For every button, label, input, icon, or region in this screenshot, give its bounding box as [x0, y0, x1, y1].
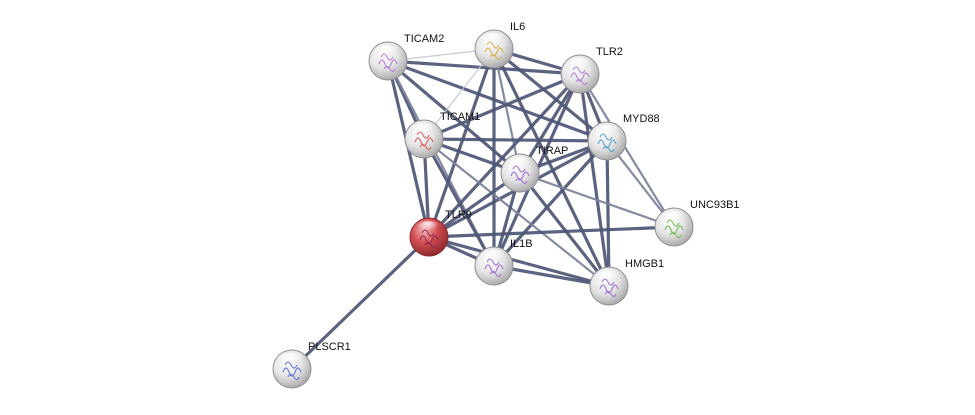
node-highlight [482, 33, 506, 47]
edge-il6-tlr9[interactable] [427, 47, 496, 239]
edge-ticam1-il1b[interactable] [422, 137, 496, 268]
node-tlr9[interactable]: TLR9 [409, 209, 472, 257]
node-hmgb1[interactable]: HMGB1 [589, 258, 664, 306]
node-highlight [508, 157, 532, 171]
node-label: IL1B [510, 238, 533, 250]
edge-tlr2-tlr9[interactable] [427, 72, 582, 239]
node-highlight [568, 58, 592, 72]
node-highlight [662, 211, 686, 225]
node-tlr2[interactable]: TLR2 [560, 46, 623, 94]
node-label: IL6 [510, 21, 525, 33]
node-highlight [597, 270, 621, 284]
edge-myd88-hmgb1[interactable] [605, 139, 611, 288]
edge-tirap-unc93b1[interactable] [518, 171, 676, 229]
node-label: TLR2 [596, 46, 623, 58]
edge-myd88-ticam1[interactable] [422, 137, 609, 143]
edge-il6-tirap[interactable] [492, 47, 522, 175]
node-tirap[interactable]: TIRAP [500, 145, 568, 193]
edge-tlr9-unc93b1[interactable] [427, 225, 676, 239]
node-ticam1[interactable]: TICAM1 [404, 111, 480, 159]
node-highlight [417, 221, 441, 235]
node-label: TIRAP [536, 145, 568, 157]
edge-ticam2-tlr2[interactable] [386, 59, 582, 76]
node-highlight [412, 123, 436, 137]
node-highlight [280, 353, 304, 367]
edge-tlr2-unc93b1[interactable] [578, 72, 676, 229]
node-label: PLSCR1 [308, 341, 351, 353]
node-label: TICAM2 [404, 33, 444, 45]
edge-ticam2-myd88[interactable] [386, 59, 609, 143]
node-myd88[interactable]: MYD88 [587, 113, 660, 161]
edge-myd88-il1b[interactable] [492, 139, 609, 268]
node-plscr1[interactable]: PLSCR1 [272, 341, 351, 389]
node-highlight [482, 250, 506, 264]
node-label: TICAM1 [440, 111, 480, 123]
node-label: MYD88 [623, 113, 660, 125]
edge-tlr2-ticam1[interactable] [422, 72, 582, 141]
node-highlight [595, 125, 619, 139]
edge-tlr9-hmgb1[interactable] [427, 235, 611, 288]
edge-layer [290, 47, 676, 371]
node-label: TLR9 [445, 209, 472, 221]
edge-tlr9-plscr1[interactable] [290, 235, 431, 371]
node-unc93b1[interactable]: UNC93B1 [654, 199, 740, 247]
node-label: UNC93B1 [690, 199, 740, 211]
node-label: HMGB1 [625, 258, 664, 270]
node-ticam2[interactable]: TICAM2 [368, 33, 444, 81]
edge-tlr2-hmgb1[interactable] [578, 72, 611, 288]
edge-ticam1-hmgb1[interactable] [422, 137, 611, 288]
node-il6[interactable]: IL6 [474, 21, 525, 69]
edge-tirap-hmgb1[interactable] [518, 171, 611, 288]
node-il1b[interactable]: IL1B [474, 238, 533, 286]
edge-ticam2-tirap[interactable] [386, 59, 522, 175]
edge-il6-hmgb1[interactable] [492, 47, 611, 288]
node-highlight [376, 45, 400, 59]
